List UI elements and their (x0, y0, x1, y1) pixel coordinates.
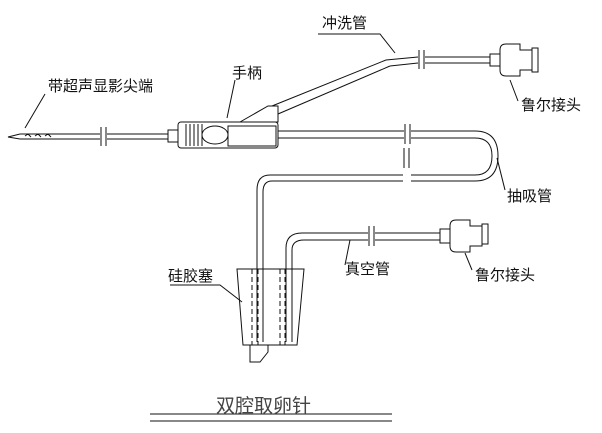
flush-tube (271, 50, 490, 115)
label-luer-top: 鲁尔接头 (521, 96, 582, 114)
diagram-title: 双腔取卵针 (216, 395, 312, 417)
leader-lines (24, 33, 519, 422)
handle: Gimbobbel (177, 105, 279, 149)
label-vacuum-tube: 真空管 (345, 260, 391, 278)
vacuum-tube (285, 226, 440, 342)
label-flush-tube: 冲洗管 (322, 14, 368, 32)
logo: Gimbobbel (230, 134, 267, 141)
label-needle-tip: 带超声显影尖端 (48, 77, 154, 95)
label-luer-bottom: 鲁尔接头 (475, 266, 536, 284)
needle (7, 127, 179, 146)
label-aspiration-tube: 抽吸管 (507, 187, 553, 205)
silicone-stopper (236, 268, 305, 363)
label-handle: 手柄 (232, 64, 263, 82)
label-stopper: 硅胶塞 (168, 267, 214, 285)
luer-connector-top (489, 43, 539, 77)
aspiration-tube (256, 124, 499, 342)
luer-connector-bottom (439, 219, 489, 253)
